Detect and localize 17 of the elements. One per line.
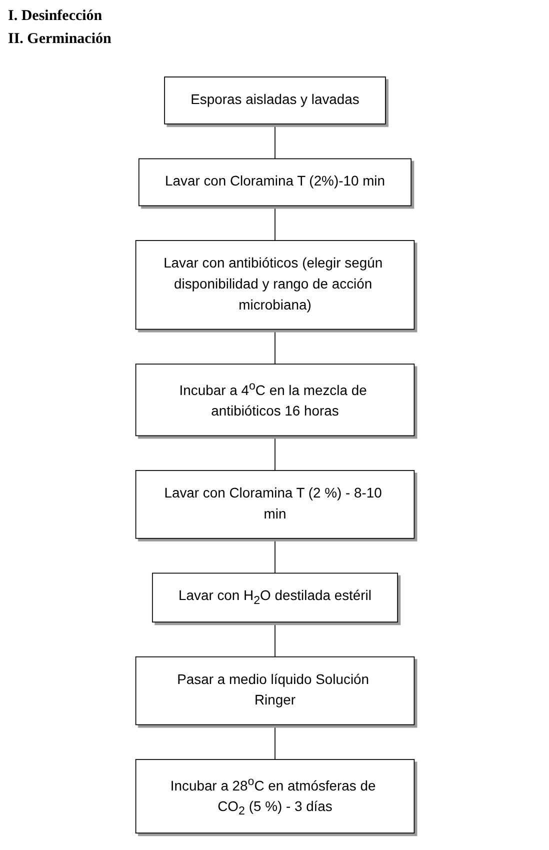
connector (274, 124, 275, 160)
connector (274, 724, 275, 760)
section-heading: II. Germinación (8, 31, 112, 48)
connector (274, 435, 275, 471)
node-box: Pasar a medio líquido Solución Ringer (134, 656, 414, 726)
section-heading: I. Desinfección (8, 8, 104, 25)
connector (274, 538, 275, 574)
node-box: Lavar con Cloramina T (2 %) - 8-10 min (134, 470, 414, 539)
connector (274, 205, 275, 241)
node-box: Lavar con antibióticos (elegir según disponibilidad y rango de acción microbiana) (134, 240, 414, 330)
node-box: Lavar con Cloramina T (2%)-10 min (138, 158, 412, 206)
node-box: Esporas aisladas y lavadas (164, 76, 386, 124)
node-box: Incubar a 28$^{o}$C en atmósferas de CO$_{2}$ (5 %) - 3 días (134, 759, 414, 834)
connector (274, 622, 275, 658)
node-box: Incubar a 4$^{o}$C en la mezcla de antibióticos 16 horas (134, 364, 414, 436)
node-box: Lavar con H$_{2}$O destilada estéril (152, 572, 398, 622)
connector (274, 328, 275, 365)
